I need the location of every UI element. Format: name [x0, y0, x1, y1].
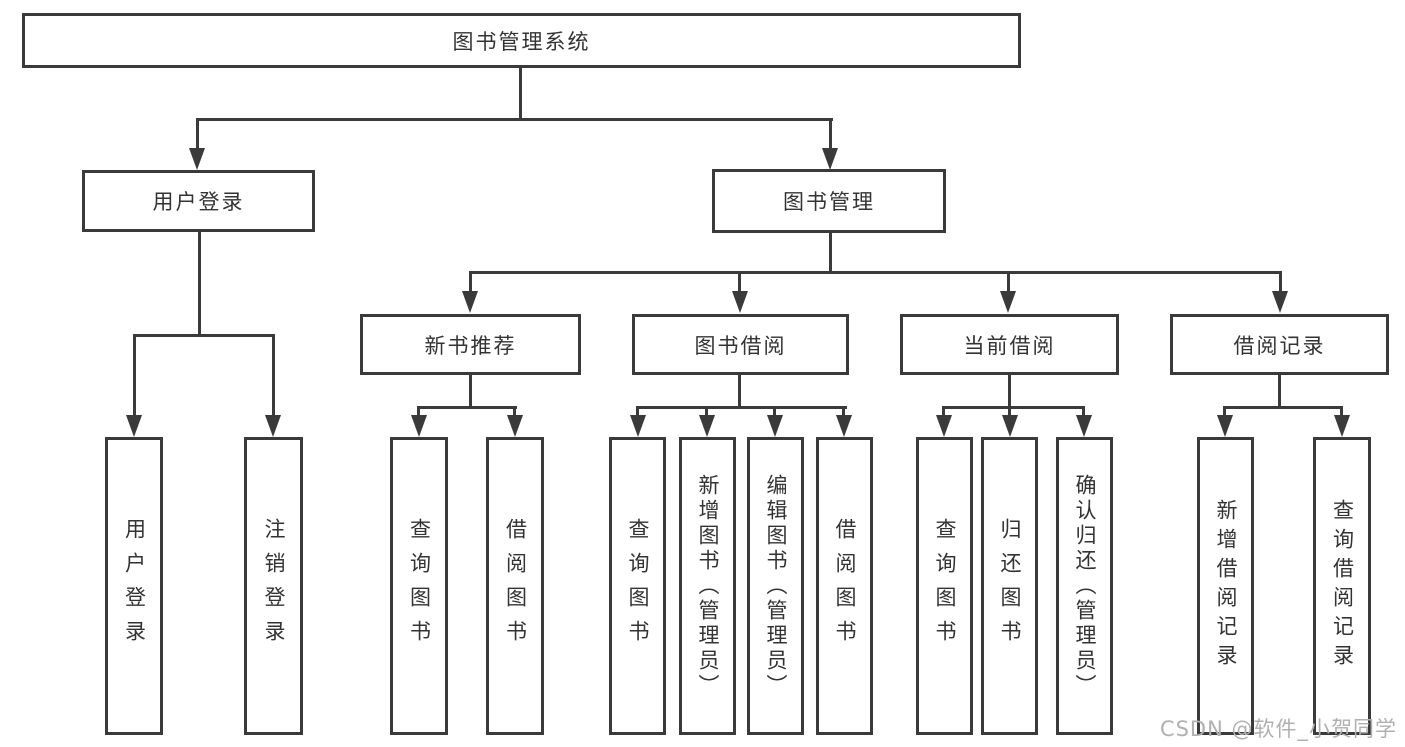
connector-line: [469, 271, 1282, 274]
node-label: 图书借阅: [694, 333, 787, 358]
connector-line: [196, 118, 199, 151]
node-label: 当前借阅: [963, 333, 1056, 358]
connector-line: [1278, 374, 1281, 408]
connector-line: [1008, 374, 1011, 408]
node-user-login: 用户登录: [82, 170, 315, 232]
node-label: 借阅记录: [1233, 333, 1326, 358]
node-label: 新增借阅记录: [1214, 499, 1238, 673]
connector-line: [942, 406, 945, 417]
connector-arrowhead: [462, 291, 478, 313]
leaf-logout: 注销登录: [244, 437, 303, 735]
connector-arrowhead: [1334, 415, 1350, 437]
node-label: 注销登录: [262, 518, 286, 654]
leaf-borrow-books-recommend: 借阅图书: [486, 437, 544, 735]
node-current-borrowing: 当前借阅: [900, 314, 1119, 375]
connector-line: [1082, 406, 1085, 417]
leaf-query-books-current: 查询图书: [916, 437, 973, 735]
connector-line: [133, 334, 136, 418]
connector-line: [773, 406, 776, 417]
node-library-management-system: 图书管理系统: [22, 13, 1021, 68]
connector-line: [417, 406, 517, 409]
connector-line: [513, 406, 516, 417]
leaf-query-borrow-record: 查询借阅记录: [1313, 437, 1371, 735]
connector-arrowhead: [699, 415, 715, 437]
connector-arrowhead: [1272, 291, 1288, 313]
connector-line: [1279, 271, 1282, 293]
node-book-management: 图书管理: [712, 169, 946, 233]
node-label: 图书管理系统: [452, 29, 591, 54]
node-label: 确认归还（管理员）: [1073, 473, 1097, 699]
connector-line: [636, 406, 639, 417]
connector-line: [842, 406, 845, 417]
connector-line: [1223, 406, 1226, 417]
connector-arrowhead: [836, 415, 852, 437]
leaf-return-books: 归还图书: [981, 437, 1038, 735]
connector-line: [469, 374, 472, 408]
connector-line: [1340, 406, 1343, 417]
connector-line: [1007, 271, 1010, 293]
connector-line: [942, 406, 1085, 409]
node-label: 编辑图书（管理员）: [764, 473, 788, 699]
connector-line: [198, 231, 201, 336]
node-borrowing-records: 借阅记录: [1170, 314, 1389, 375]
connector-line: [738, 271, 741, 293]
connector-arrowhead: [1076, 415, 1092, 437]
node-label: 用户登录: [122, 518, 147, 654]
node-label: 归还图书: [998, 518, 1022, 654]
leaf-add-borrow-record: 新增借阅记录: [1197, 437, 1254, 735]
connector-line: [636, 406, 847, 409]
connector-arrowhead: [732, 291, 748, 313]
connector-arrowhead: [265, 415, 281, 437]
leaf-confirm-return-admin: 确认归还（管理员）: [1056, 437, 1113, 735]
connector-arrowhead: [630, 415, 646, 437]
leaf-borrow-books-borrowing: 借阅图书: [816, 437, 873, 735]
leaf-add-book-admin: 新增图书（管理员）: [679, 437, 736, 735]
node-label: 查询图书: [407, 518, 432, 654]
leaf-edit-book-admin: 编辑图书（管理员）: [747, 437, 804, 735]
connector-arrowhead: [822, 148, 838, 170]
connector-line: [829, 232, 832, 273]
node-label: 图书管理: [783, 190, 875, 214]
node-new-book-recommend: 新书推荐: [360, 314, 581, 375]
connector-line: [417, 406, 420, 417]
node-label: 用户登录: [152, 190, 245, 214]
leaf-query-books-recommend: 查询图书: [390, 437, 448, 735]
connector-arrowhead: [1002, 415, 1018, 437]
connector-arrowhead: [1000, 291, 1016, 313]
connector-line: [1223, 406, 1343, 409]
watermark-csdn: CSDN @软件_小贺同学: [1159, 717, 1397, 741]
connector-arrowhead: [936, 415, 952, 437]
connector-line: [705, 406, 708, 417]
connector-arrowhead: [189, 148, 205, 170]
connector-arrowhead: [1217, 415, 1233, 437]
node-label: 查询图书: [933, 518, 957, 654]
connector-arrowhead: [411, 415, 427, 437]
node-label: 新书推荐: [424, 333, 517, 358]
node-label: 查询图书: [626, 518, 650, 654]
connector-line: [469, 271, 472, 293]
connector-line: [272, 334, 275, 418]
connector-line: [1008, 406, 1011, 417]
connector-line: [196, 118, 833, 121]
connector-arrowhead: [767, 415, 783, 437]
node-label: 查询借阅记录: [1330, 499, 1355, 673]
node-label: 借阅图书: [833, 518, 857, 654]
connector-line: [133, 334, 275, 337]
connector-arrowhead: [126, 415, 142, 437]
node-label: 借阅图书: [503, 518, 528, 654]
leaf-user-login: 用户登录: [105, 437, 163, 735]
connector-line: [519, 67, 522, 120]
node-book-borrowing: 图书借阅: [632, 314, 849, 375]
connector-line: [738, 374, 741, 408]
leaf-query-books-borrowing: 查询图书: [609, 437, 666, 735]
connector-arrowhead: [507, 415, 523, 437]
connector-line: [829, 118, 832, 151]
node-label: 新增图书（管理员）: [696, 473, 720, 699]
